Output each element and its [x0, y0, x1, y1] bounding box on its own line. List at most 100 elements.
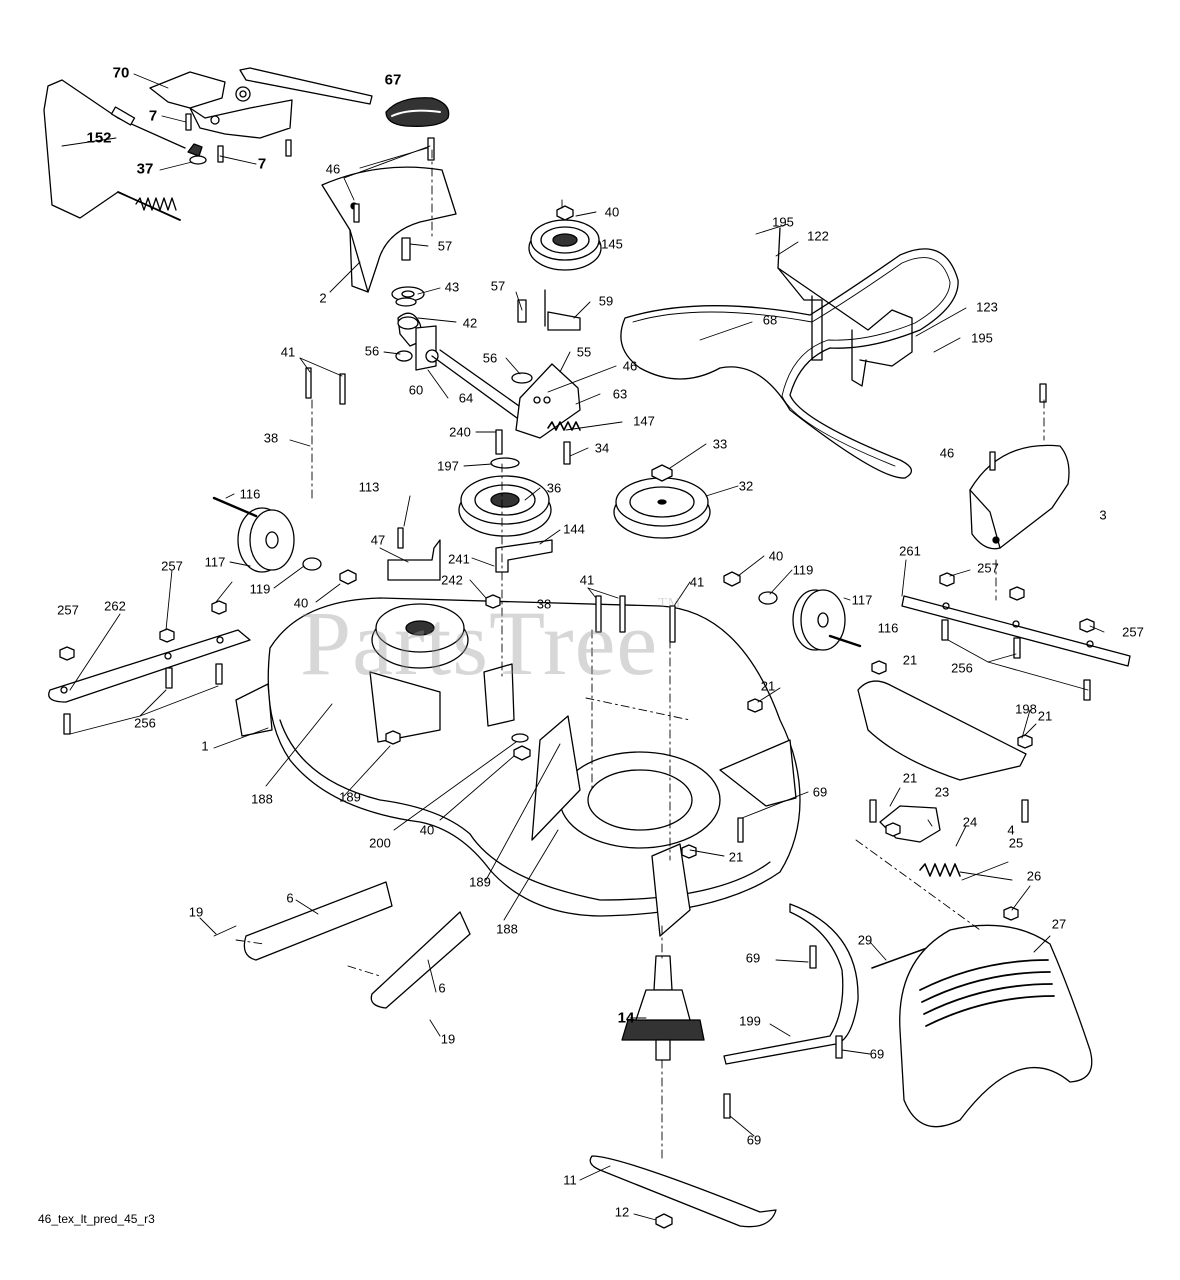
callout-6: 6	[438, 980, 446, 996]
callout-34: 34	[594, 440, 610, 456]
callout-3: 3	[1099, 507, 1107, 523]
callout-188: 188	[496, 921, 518, 937]
callout-29: 29	[857, 932, 873, 948]
callout-43: 43	[444, 279, 460, 295]
callout-19: 19	[188, 904, 204, 920]
callout-2: 2	[319, 290, 327, 306]
leader-lines	[61, 73, 1105, 1221]
callout-32: 32	[738, 478, 754, 494]
belt-guard-right	[969, 444, 1070, 550]
callout-12: 12	[614, 1204, 630, 1220]
callout-67: 67	[384, 71, 402, 89]
deflector-rod-199	[723, 903, 859, 1065]
callout-21: 21	[728, 849, 744, 865]
callout-147: 147	[633, 413, 655, 429]
spring-25	[919, 863, 961, 877]
callout-200: 200	[369, 835, 391, 851]
spring-147	[547, 421, 581, 431]
nut-40	[513, 745, 531, 761]
callout-116: 116	[877, 620, 899, 636]
callout-24: 24	[962, 814, 978, 830]
callout-7: 7	[148, 107, 158, 125]
callout-189: 189	[339, 789, 361, 805]
callout-257: 257	[57, 602, 79, 618]
callout-57: 57	[490, 278, 506, 294]
drawing-id: 46_tex_lt_pred_45_r3	[38, 1212, 155, 1226]
gauge-wheel-right	[723, 571, 862, 651]
deck-plate	[483, 663, 515, 727]
callout-21: 21	[760, 678, 776, 694]
callout-188: 188	[251, 791, 273, 807]
callout-1: 1	[201, 738, 209, 754]
callout-69: 69	[869, 1046, 885, 1062]
washer-37	[189, 155, 207, 165]
callout-56: 56	[364, 343, 380, 359]
lift-knob	[385, 97, 450, 127]
washer-56	[511, 372, 533, 384]
washer-197	[490, 457, 520, 469]
callout-21: 21	[902, 770, 918, 786]
callout-26: 26	[1026, 868, 1042, 884]
callout-198: 198	[1015, 701, 1037, 717]
callout-46: 46	[325, 161, 341, 177]
baffle-198	[857, 680, 1027, 781]
idler-arm-assembly	[391, 286, 581, 439]
deck-arm-left	[243, 881, 393, 961]
callout-69: 69	[812, 784, 828, 800]
discharge-chute	[899, 924, 1093, 1128]
bracket-144	[495, 539, 553, 573]
callout-41: 41	[689, 574, 705, 590]
callout-57: 57	[437, 238, 453, 254]
nut-33	[651, 464, 673, 482]
callout-25: 25	[1008, 835, 1024, 851]
callout-41: 41	[280, 344, 296, 360]
callout-257: 257	[977, 560, 999, 576]
callout-36: 36	[546, 480, 562, 496]
deck-bracket-188	[531, 715, 581, 841]
callout-38: 38	[263, 430, 279, 446]
deck-bracket-front	[651, 843, 691, 937]
callout-33: 33	[712, 436, 728, 452]
callout-40: 40	[604, 204, 620, 220]
callout-4: 4	[1007, 822, 1015, 838]
watermark: PartsTreeTM	[300, 592, 682, 694]
pulley-32	[613, 477, 711, 539]
callout-64: 64	[458, 390, 474, 406]
callout-40: 40	[419, 822, 435, 838]
washer-43	[395, 297, 417, 307]
callout-257: 257	[161, 558, 183, 574]
callout-68: 68	[762, 312, 778, 328]
nuts	[59, 572, 1095, 921]
belt-guard-left	[321, 145, 457, 293]
callout-113: 113	[358, 479, 380, 495]
callout-199: 199	[739, 1013, 761, 1029]
callout-195: 195	[971, 330, 993, 346]
washer-200	[511, 733, 529, 743]
callout-145: 145	[601, 236, 623, 252]
callout-55: 55	[576, 344, 592, 360]
callout-46: 46	[939, 445, 955, 461]
callout-116: 116	[239, 486, 261, 502]
idler-pulley-145	[528, 205, 602, 271]
callout-257: 257	[1122, 624, 1144, 640]
callout-69: 69	[746, 1132, 762, 1148]
callout-242: 242	[441, 572, 463, 588]
callout-41: 41	[579, 572, 595, 588]
pulley-36	[458, 475, 552, 537]
callout-7: 7	[257, 155, 267, 173]
callout-21: 21	[902, 652, 918, 668]
callout-195: 195	[772, 214, 794, 230]
callout-38: 38	[536, 596, 552, 612]
callout-119: 119	[792, 562, 814, 578]
callout-122: 122	[807, 228, 829, 244]
callout-47: 47	[370, 532, 386, 548]
gauge-wheel-left	[212, 496, 357, 585]
callout-6: 6	[286, 890, 294, 906]
rod-assembly	[777, 227, 913, 387]
control-cable	[43, 79, 186, 221]
blade	[589, 1155, 777, 1228]
callout-241: 241	[448, 551, 470, 567]
callout-60: 60	[408, 382, 424, 398]
